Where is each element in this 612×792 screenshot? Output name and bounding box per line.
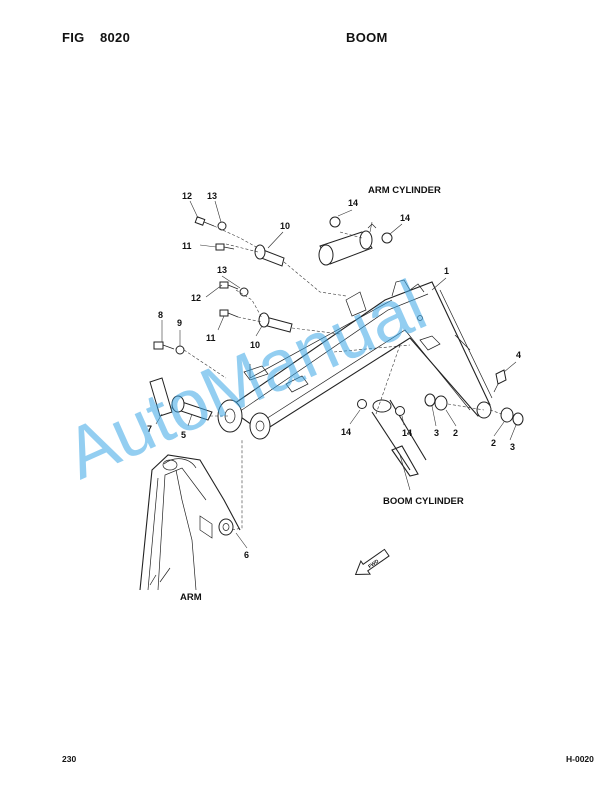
callout-4: 4 bbox=[516, 350, 521, 360]
washer-14-boom-left bbox=[357, 399, 367, 409]
callout-8: 8 bbox=[158, 310, 163, 320]
callout-6: 6 bbox=[244, 550, 249, 560]
figure-number: 8020 bbox=[100, 30, 131, 45]
bolt-11-upper bbox=[215, 243, 235, 251]
washer-14-arm-left bbox=[329, 216, 341, 228]
callout-10-lower: 10 bbox=[250, 340, 260, 350]
grease-fitting-4 bbox=[493, 369, 507, 393]
callout-14-boom-left: 14 bbox=[341, 427, 351, 437]
callout-3-right: 3 bbox=[510, 442, 515, 452]
callout-2-right: 2 bbox=[491, 438, 496, 448]
label-arm: ARM bbox=[180, 592, 202, 603]
callout-12-upper: 12 bbox=[182, 191, 192, 201]
pin-10-upper bbox=[254, 244, 285, 267]
callout-2-center: 2 bbox=[453, 428, 458, 438]
arm-structure bbox=[139, 454, 241, 591]
bolt-8 bbox=[153, 341, 175, 350]
boom-structure bbox=[217, 279, 493, 440]
washer-9 bbox=[175, 345, 185, 355]
page-title: BOOM bbox=[346, 30, 388, 45]
page-number: 230 bbox=[62, 754, 77, 764]
washer-14-arm-right bbox=[381, 232, 393, 244]
fwd-arrow-icon: FWD bbox=[354, 548, 390, 575]
callout-11-lower: 11 bbox=[206, 333, 216, 343]
callout-12-lower: 12 bbox=[191, 293, 201, 303]
callout-1: 1 bbox=[444, 266, 449, 276]
label-arm-cylinder: ARM CYLINDER bbox=[368, 185, 441, 196]
callout-9: 9 bbox=[177, 318, 182, 328]
bolt-11-lower bbox=[219, 309, 239, 318]
bushing-3-right bbox=[512, 412, 524, 426]
label-boom-cylinder: BOOM CYLINDER bbox=[383, 496, 464, 507]
bolt-12-lower bbox=[219, 281, 239, 290]
bolt-12-upper bbox=[194, 216, 215, 227]
callout-3-center: 3 bbox=[434, 428, 439, 438]
callout-11-upper: 11 bbox=[182, 241, 192, 251]
watermark: AutoManual bbox=[54, 265, 438, 494]
plate-7 bbox=[149, 377, 173, 417]
bushing-3-center bbox=[424, 393, 436, 407]
callout-5: 5 bbox=[181, 430, 186, 440]
figure-label: FIG bbox=[62, 30, 85, 45]
callout-10-upper: 10 bbox=[280, 221, 290, 231]
washer-14-boom-right bbox=[395, 406, 405, 416]
document-code: H-0020 bbox=[566, 754, 594, 764]
callout-7: 7 bbox=[147, 424, 152, 434]
bushing-2-right bbox=[500, 407, 514, 423]
pin-5 bbox=[171, 395, 213, 421]
arm-cylinder bbox=[318, 221, 377, 266]
callout-14-arm-left: 14 bbox=[348, 198, 358, 208]
svg-text:FWD: FWD bbox=[367, 558, 380, 570]
callout-14-arm-right: 14 bbox=[400, 213, 410, 223]
washer-13-lower bbox=[239, 287, 249, 297]
callout-13-upper: 13 bbox=[207, 191, 217, 201]
callout-13-lower: 13 bbox=[217, 265, 227, 275]
washer-13-upper bbox=[217, 221, 227, 231]
washer-6 bbox=[218, 518, 234, 536]
callout-14-boom-right: 14 bbox=[402, 428, 412, 438]
bushing-2-center bbox=[434, 395, 448, 411]
boom-foot-boss-right bbox=[249, 412, 271, 440]
